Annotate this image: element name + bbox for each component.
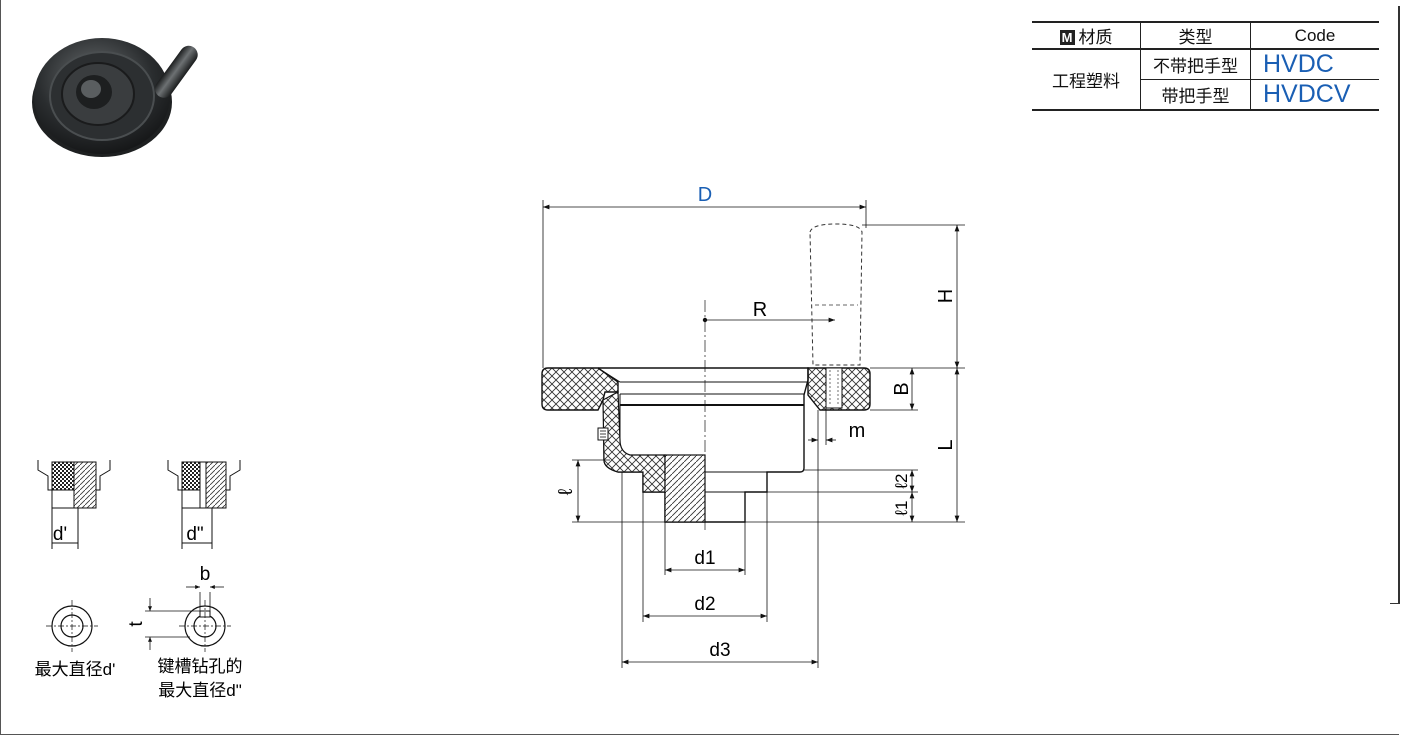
code-cell: HVDCV (1250, 79, 1379, 111)
dim-L-label: L (935, 439, 957, 450)
d-prime-label: d' (53, 524, 67, 545)
dim-D-label: D (698, 184, 712, 206)
type-cell: 不带把手型 (1140, 48, 1251, 80)
dim-l2-label: ℓ2 (892, 474, 911, 490)
caption-keyed-bore-line2: 最大直径d" (158, 681, 242, 700)
key-width-label: b (200, 564, 211, 585)
code-cell: HVDC (1250, 48, 1379, 80)
table-row: 带把手型 HVDCV (1032, 79, 1379, 111)
caption-keyed-bore-line1: 键槽钻孔的 (158, 657, 243, 676)
table-row: 工程塑料 不带把手型 HVDC (1032, 48, 1379, 111)
dim-H-label: H (935, 289, 957, 303)
material-cell: 工程塑料 (1032, 48, 1141, 111)
dim-l1-label: ℓ1 (892, 501, 911, 517)
d-double-prime-label: d" (186, 524, 203, 545)
material-badge: M (1059, 30, 1075, 45)
dim-d3-label: d3 (709, 640, 730, 661)
caption-plain-bore: 最大直径d' (35, 660, 116, 679)
dim-m-label: m (849, 420, 866, 442)
header-material-label: 材质 (1078, 28, 1113, 47)
handwheel-section-drawing: D R H B L m ℓ2 ℓ1 ℓ d1 d2 d3 (541, 184, 965, 668)
dim-d2-label: d2 (694, 594, 715, 615)
handle-pin (825, 367, 843, 409)
right-rule (1390, 6, 1400, 604)
handle-outline (809, 223, 863, 366)
key-depth-label: t (126, 621, 147, 627)
keyed-bore-view (145, 585, 231, 652)
header-code: Code (1250, 21, 1379, 50)
hub-bore-section (664, 454, 706, 523)
rim-section-left (541, 367, 619, 411)
bore-options-drawing: d' d" 最大直径d' b t 键槽钻孔的 最大直径d" (35, 460, 243, 700)
dim-B-label: B (891, 382, 913, 395)
plain-bore-view (46, 600, 98, 652)
dim-R-label: R (753, 299, 767, 321)
bore-plain-section (37, 460, 111, 549)
type-cell: 带把手型 (1140, 79, 1251, 111)
bore-keyed-section (167, 460, 241, 549)
header-type: 类型 (1140, 21, 1251, 50)
web-section-left (602, 391, 666, 493)
dim-l-label: ℓ (555, 488, 577, 495)
dim-d1-label: d1 (694, 548, 715, 569)
product-photo (32, 38, 198, 157)
